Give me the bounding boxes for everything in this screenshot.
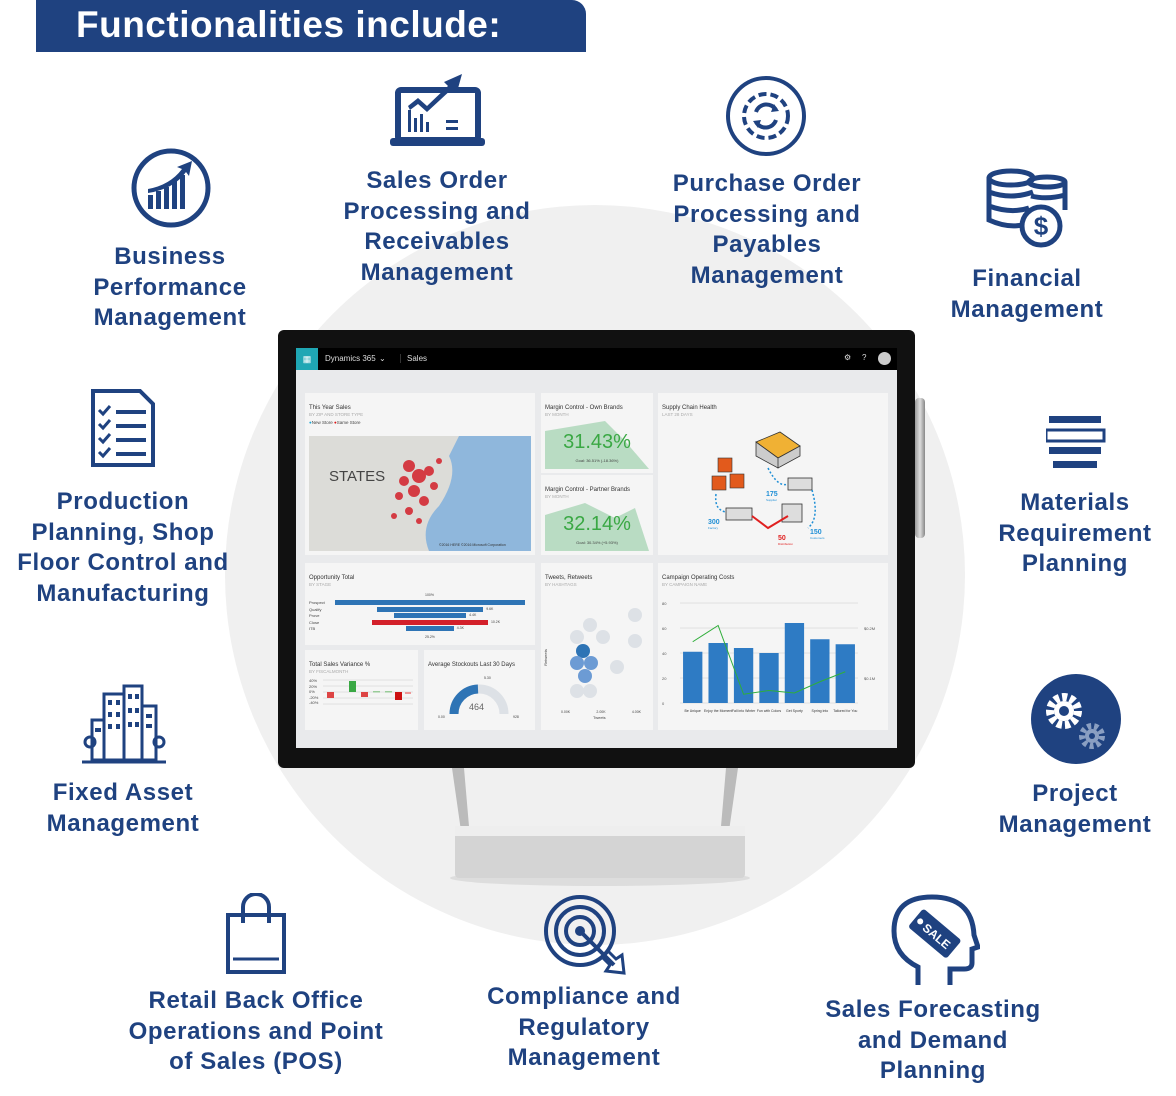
settings-icon[interactable]: ⚙ xyxy=(844,353,852,362)
x-tick: Fall into Winter xyxy=(732,709,756,713)
campaign-line xyxy=(692,624,846,695)
funnel-label: Close xyxy=(309,619,320,625)
app-launcher-icon[interactable]: ▦ xyxy=(296,348,318,370)
campaign-bar xyxy=(784,623,805,703)
tile-margin-partner[interactable]: Margin Control - Partner Brands BY MONTH… xyxy=(541,475,653,555)
app-top-bar: ▦ Dynamics 365⌄ Sales ⚙ ? xyxy=(296,348,897,370)
campaign-bar xyxy=(810,639,830,703)
svg-text:Supplier: Supplier xyxy=(766,498,777,502)
right-tick: $0.2M xyxy=(864,626,875,631)
svg-text:$: $ xyxy=(1034,211,1049,241)
funnel-value: 4.3K xyxy=(456,626,464,630)
laptop-chart-icon xyxy=(390,74,485,146)
funnel-label: ITB xyxy=(309,626,316,631)
right-tick: $0.1M xyxy=(864,676,875,681)
funnel-label: Prospect xyxy=(309,600,325,605)
svg-text:300: 300 xyxy=(708,519,720,526)
funnel-bar xyxy=(372,619,488,625)
svg-text:Factory: Factory xyxy=(708,526,719,530)
gears-icon xyxy=(1031,674,1121,764)
svg-text:STATES: STATES xyxy=(329,468,385,485)
funnel-label: Prove xyxy=(309,613,320,618)
x-tick: Be Unique xyxy=(685,709,701,713)
funnel-value: 4.4K xyxy=(469,613,477,617)
campaign-bar xyxy=(835,644,855,703)
funnel-label: Qualify xyxy=(309,606,322,612)
tile-campaign-costs[interactable]: Campaign Operating Costs BY CAMPAIGN NAM… xyxy=(658,563,888,730)
funnel-bar xyxy=(406,626,454,631)
campaign-bar xyxy=(733,648,754,703)
dashboard-screen: ▦ Dynamics 365⌄ Sales ⚙ ? This Year Sale… xyxy=(296,348,897,748)
tile-opportunity[interactable]: Opportunity Total BY STAGE 100% Prospect… xyxy=(305,563,535,645)
y-tick: 20 xyxy=(662,676,667,681)
y-tick: 80 xyxy=(662,601,667,606)
help-icon[interactable]: ? xyxy=(862,353,867,362)
stylus-pen xyxy=(915,398,925,538)
svg-text:Distribution: Distribution xyxy=(778,542,793,546)
monitor: ▦ Dynamics 365⌄ Sales ⚙ ? This Year Sale… xyxy=(278,330,915,768)
funnel-bar xyxy=(393,613,467,618)
avatar[interactable] xyxy=(878,352,891,365)
tile-stockouts[interactable]: Average Stockouts Last 30 Days 464 0.00 … xyxy=(424,650,535,730)
svg-text:Customers: Customers xyxy=(810,536,825,540)
y-tick: 40 xyxy=(662,651,667,656)
target-icon xyxy=(544,895,626,975)
svg-text:50: 50 xyxy=(778,535,786,542)
banner-title: Functionalities include: xyxy=(36,0,586,52)
stacked-bars-icon xyxy=(1046,416,1106,468)
shopping-bag-icon xyxy=(226,893,286,974)
funnel-value: 9.6K xyxy=(486,606,494,611)
gear-cycle-icon xyxy=(726,76,806,156)
campaign-bar xyxy=(683,651,703,703)
app-name[interactable]: Dynamics 365 xyxy=(325,354,376,363)
svg-text:175: 175 xyxy=(766,491,778,498)
svg-text:©2016 HERE ©2016 Microsoft C: ©2016 HERE ©2016 Microsoft Corporation xyxy=(439,543,506,547)
campaign-bar xyxy=(708,643,728,703)
tile-margin-own[interactable]: Margin Control - Own Brands BY MONTH 31.… xyxy=(541,393,653,473)
tile-sales-variance[interactable]: Total Sales Variance % BY FISCALMONTH 40… xyxy=(305,650,418,730)
tile-tweets[interactable]: Tweets, Retweets BY HASHTAGS Retweets 0.… xyxy=(541,563,653,730)
funnel-bar xyxy=(376,606,484,612)
area-name[interactable]: Sales xyxy=(400,354,427,363)
buildings-icon xyxy=(82,684,166,764)
checklist-icon xyxy=(91,389,155,467)
x-tick: Enjoy the Moment xyxy=(704,709,732,713)
tile-this-year-sales[interactable]: This Year Sales BY ZIP AND STORE TYPE ●N… xyxy=(305,393,535,555)
monitor-stand xyxy=(450,768,750,886)
y-tick: 0 xyxy=(662,701,665,706)
campaign-bar xyxy=(759,653,779,703)
x-tick: Tailored for You xyxy=(833,709,857,713)
x-tick: Fun with Colors xyxy=(757,709,782,713)
sales-map: STATES ©2016 HERE ©2016 Microsoft Corpora… xyxy=(309,436,531,551)
x-tick: Spring into xyxy=(811,709,828,713)
head-sale-tag-icon: SALE xyxy=(891,894,980,985)
x-tick: Get Sporty xyxy=(786,709,803,713)
funnel-bar xyxy=(335,600,525,605)
y-tick: 60 xyxy=(662,626,667,631)
coins-dollar-icon: $ xyxy=(986,168,1068,248)
funnel-value: 10.2K xyxy=(490,619,501,624)
svg-text:150: 150 xyxy=(810,529,822,536)
chart-growth-icon xyxy=(131,148,211,228)
